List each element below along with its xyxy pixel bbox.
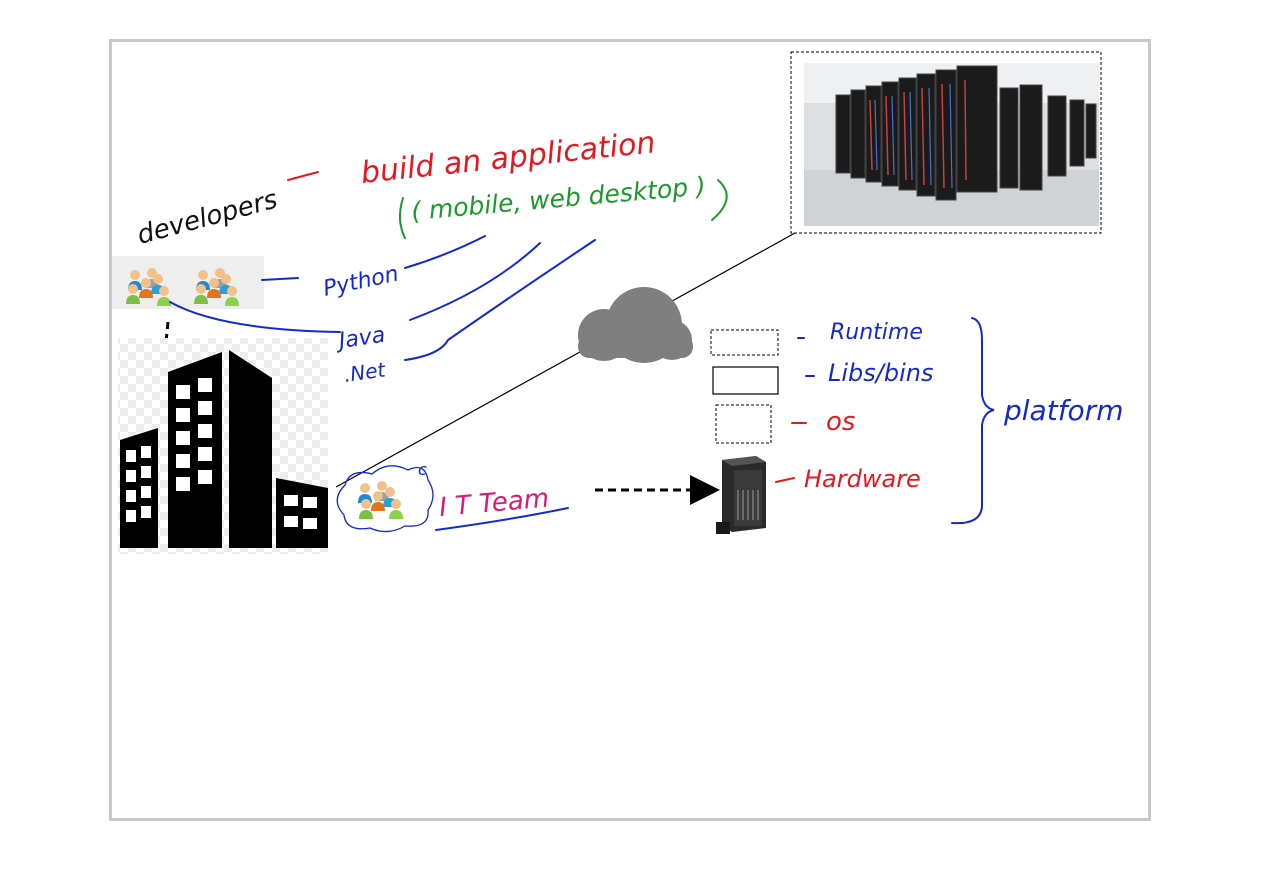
- building-icon: [118, 338, 328, 554]
- java-label: Java: [333, 323, 386, 355]
- os-label: os: [826, 407, 855, 437]
- people-group-icon: [112, 256, 264, 309]
- it-team-icon: c: [336, 460, 434, 533]
- cloud-icon: [578, 287, 693, 363]
- python-label: Python: [321, 262, 401, 302]
- os-box: [715, 404, 772, 444]
- libs-bins-label: Libs/bins: [828, 359, 933, 387]
- hardware-label: Hardware: [804, 465, 921, 493]
- svg-text:c: c: [418, 460, 427, 479]
- connector-line: [335, 232, 796, 488]
- it-team-label: I T Team: [438, 483, 550, 522]
- dotnet-label: .Net: [342, 357, 388, 387]
- platform-label: platform: [1003, 394, 1123, 427]
- server-tower-icon: [716, 456, 766, 534]
- runtime-label: Runtime: [830, 320, 923, 345]
- developers-label: developers: [134, 185, 281, 251]
- libs-box: [712, 366, 779, 395]
- runtime-box: [710, 329, 779, 356]
- datacenter-photo: [790, 51, 1102, 234]
- handwritten-strokes: [169, 171, 995, 531]
